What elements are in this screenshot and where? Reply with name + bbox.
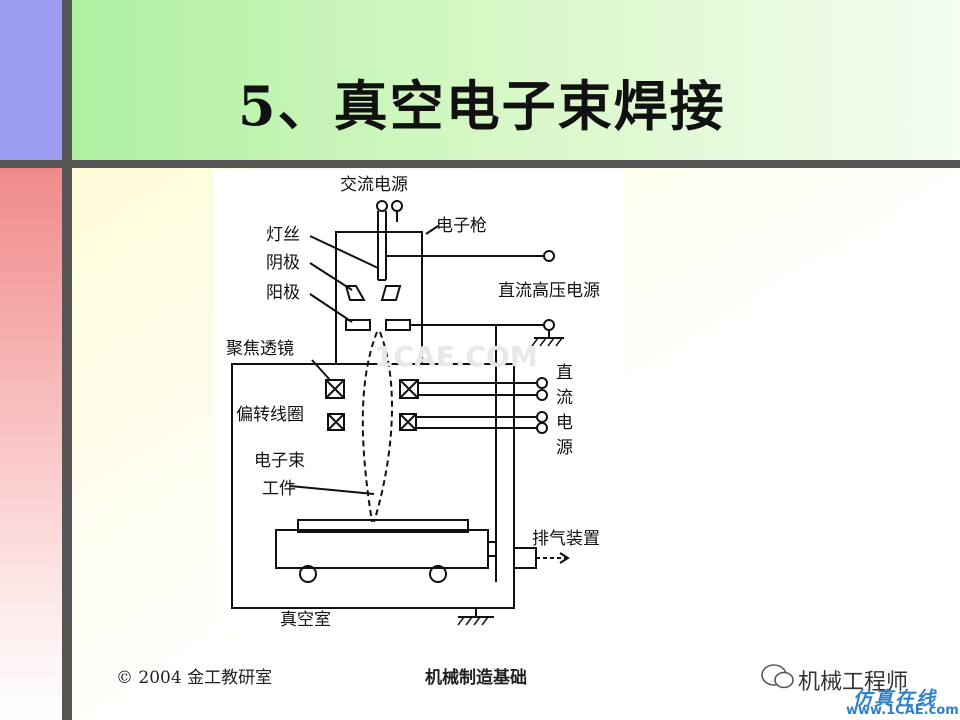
dc-terminal-2 xyxy=(536,389,548,401)
horizontal-divider xyxy=(0,160,960,168)
wheel-right xyxy=(429,565,447,583)
cathode-right xyxy=(380,285,402,301)
label-deflection-coil: 偏转线圈 xyxy=(236,405,304,425)
vertical-divider xyxy=(62,0,72,720)
wechat-icon xyxy=(761,664,794,689)
focus-coil-right xyxy=(399,379,419,399)
header-band xyxy=(72,0,960,160)
footer-course: 机械制造基础 xyxy=(425,668,527,688)
footer-copyright: © 2004 金工教研室 xyxy=(116,668,273,688)
anode-left xyxy=(345,319,371,331)
deflection-coil-right xyxy=(399,413,417,431)
vacuum-chamber xyxy=(231,363,515,609)
wheel-left xyxy=(299,565,317,583)
faint-watermark: 1CAE.COM xyxy=(374,340,538,373)
deflection-coil-left xyxy=(327,413,345,431)
label-dc-hv-power: 直流高压电源 xyxy=(498,281,600,301)
electron-beam-right xyxy=(373,331,393,523)
label-dc-power-4: 源 xyxy=(556,438,573,458)
carriage xyxy=(275,529,489,569)
label-ac-power: 交流电源 xyxy=(340,175,408,195)
focus-coil-left xyxy=(325,379,345,399)
slide-title: 5、真空电子束焊接 xyxy=(238,74,726,138)
watermark-slogan: 仿真在线 xyxy=(853,688,938,710)
watermark-site: www.1CAE.com xyxy=(846,703,959,718)
label-electron-gun: 电子枪 xyxy=(436,216,487,236)
corner-block-purple xyxy=(0,0,62,160)
label-electron-beam: 电子束 xyxy=(254,451,305,471)
dc-terminal-3 xyxy=(536,411,548,423)
label-dc-power-3: 电 xyxy=(556,413,573,433)
hv-terminal-anode xyxy=(543,319,555,331)
label-vacuum-chamber: 真空室 xyxy=(280,610,331,630)
dc-terminal-4 xyxy=(536,422,548,434)
workpiece xyxy=(297,519,469,533)
ac-terminal-right xyxy=(391,200,403,212)
hv-terminal-top xyxy=(543,250,555,262)
exhaust-arrow xyxy=(559,552,570,564)
exhaust-port xyxy=(513,547,537,569)
watermark-account-name: 机械工程师 xyxy=(798,670,909,695)
electron-beam-left xyxy=(361,331,378,523)
diagram-panel: 1CAE.COM 交流电源 灯丝 阴极 阳极 电子枪 直流高压电源 聚焦透镜 偏… xyxy=(214,170,624,632)
label-dc-power-1: 直 xyxy=(556,363,573,383)
electron-beam-welding-diagram: 1CAE.COM 交流电源 灯丝 阴极 阳极 电子枪 直流高压电源 聚焦透镜 偏… xyxy=(226,175,600,630)
label-cathode: 阴极 xyxy=(266,253,300,273)
label-exhaust: 排气装置 xyxy=(532,529,600,549)
label-filament: 灯丝 xyxy=(266,225,300,245)
dc-terminal-1 xyxy=(536,377,548,389)
cathode-left xyxy=(344,285,366,301)
label-focusing-lens: 聚焦透镜 xyxy=(226,339,294,359)
anode-right xyxy=(385,319,411,331)
label-workpiece: 工件 xyxy=(262,479,296,499)
electron-gun-housing xyxy=(335,231,423,365)
side-block-red xyxy=(0,168,62,720)
label-dc-power-2: 流 xyxy=(556,388,573,408)
label-anode: 阳极 xyxy=(266,283,300,303)
ac-terminal-left xyxy=(376,200,388,212)
